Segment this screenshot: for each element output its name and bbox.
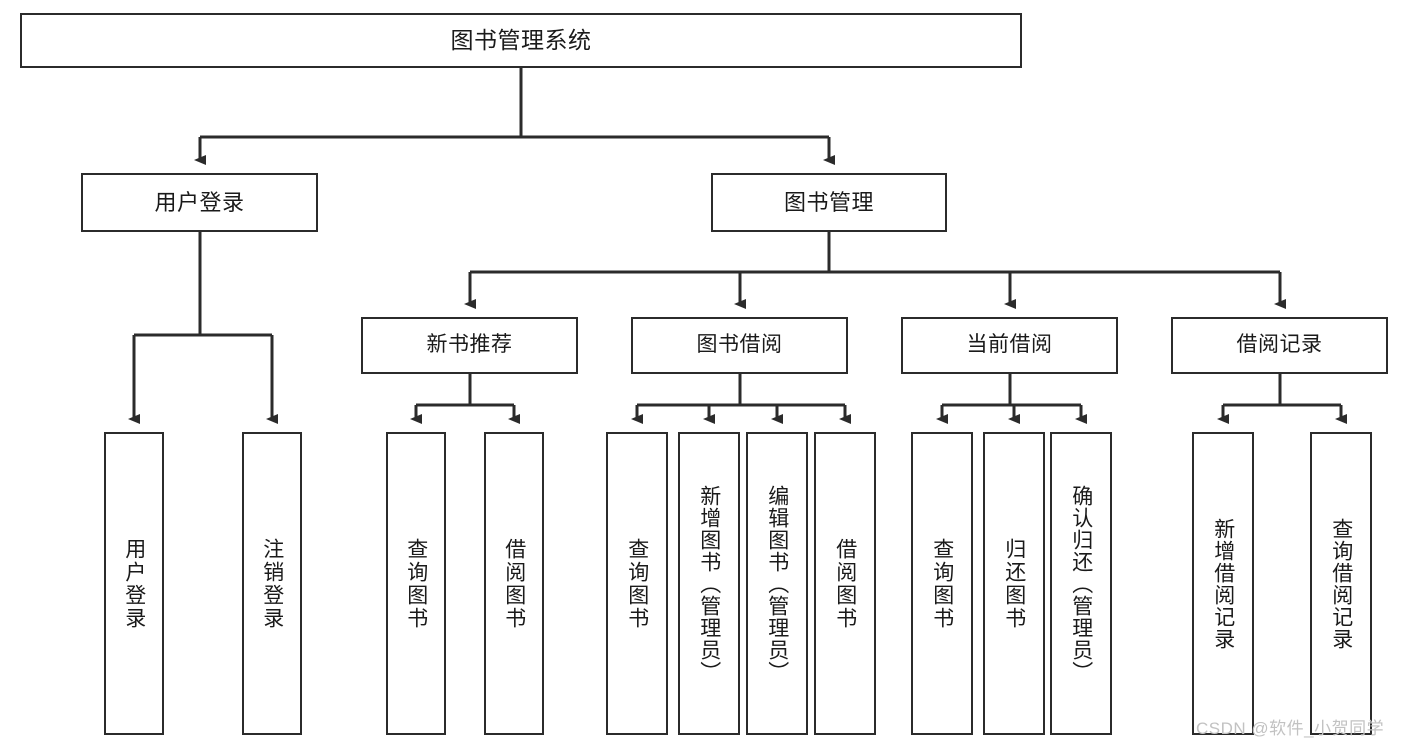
node-label: 图书管理 [783,189,874,215]
node-label: 当前借阅 [966,333,1053,357]
node-l-q2[interactable]: 查询图书 [606,432,668,735]
node-borrow[interactable]: 图书借阅 [631,317,848,374]
node-l-addrec[interactable]: 新增借阅记录 [1192,432,1254,735]
node-newbook[interactable]: 新书推荐 [361,317,578,374]
node-current[interactable]: 当前借阅 [901,317,1118,374]
node-label: 借阅记录 [1236,333,1323,357]
node-label: 确认归还（管理员） [1069,484,1093,683]
node-records[interactable]: 借阅记录 [1171,317,1388,374]
node-label: 新增图书（管理员） [697,484,721,683]
node-l-add[interactable]: 新增图书（管理员） [678,432,740,735]
node-l-b1[interactable]: 借阅图书 [484,432,544,735]
node-label: 查询图书 [404,537,428,630]
node-l-logout[interactable]: 注销登录 [242,432,302,735]
node-label: 用户登录 [154,189,245,215]
node-l-q3[interactable]: 查询图书 [911,432,973,735]
node-l-login[interactable]: 用户登录 [104,432,164,735]
node-l-edit[interactable]: 编辑图书（管理员） [746,432,808,735]
node-login[interactable]: 用户登录 [81,173,318,232]
node-label: 借阅图书 [833,537,857,630]
node-label: 归还图书 [1002,537,1026,630]
node-l-q1[interactable]: 查询图书 [386,432,446,735]
node-root[interactable]: 图书管理系统 [20,13,1022,68]
node-label: 注销登录 [260,537,284,630]
node-label: 新增借阅记录 [1211,517,1235,650]
node-label: 查询借阅记录 [1329,517,1353,650]
node-label: 编辑图书（管理员） [765,484,789,683]
node-label: 查询图书 [930,537,954,630]
node-l-confirm[interactable]: 确认归还（管理员） [1050,432,1112,735]
node-label: 查询图书 [625,537,649,630]
csdn-watermark: CSDN @软件_小贺同学 [1196,719,1385,738]
node-label: 新书推荐 [426,333,513,357]
node-l-b2[interactable]: 借阅图书 [814,432,876,735]
node-l-qrec[interactable]: 查询借阅记录 [1310,432,1372,735]
node-label: 借阅图书 [502,537,526,630]
node-l-return[interactable]: 归还图书 [983,432,1045,735]
node-label: 图书借阅 [696,333,783,357]
node-label: 用户登录 [122,537,146,630]
node-label: 图书管理系统 [450,26,592,53]
node-bookmgmt[interactable]: 图书管理 [711,173,947,232]
